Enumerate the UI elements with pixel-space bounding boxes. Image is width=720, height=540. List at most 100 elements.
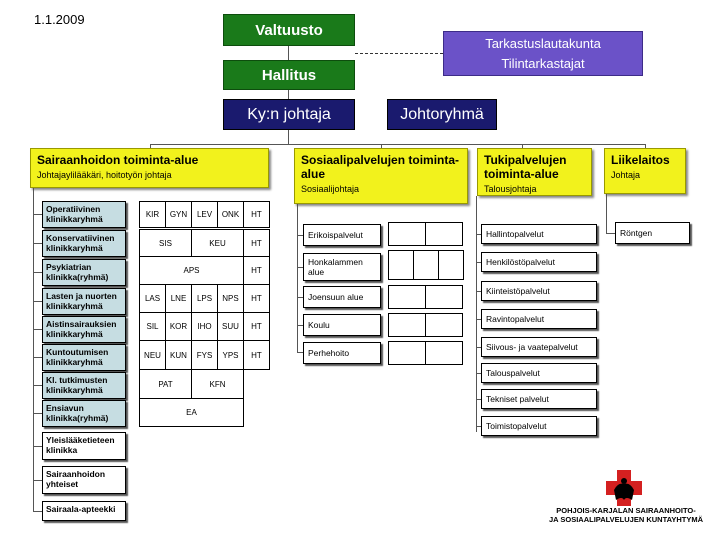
social-subunit xyxy=(388,250,414,280)
red-cross-logo-icon xyxy=(606,470,642,506)
connector xyxy=(476,262,481,263)
clinic-group: Kuntoutumisen klinikkaryhmä xyxy=(42,344,126,371)
connector xyxy=(33,446,42,447)
support-unit: Hallintopalvelut xyxy=(481,224,597,244)
clinic-group: Kl. tutkimusten klinikkaryhmä xyxy=(42,372,126,399)
enterprise-spine xyxy=(606,194,607,234)
clinic-group: Operatiivinen klinikkaryhmä xyxy=(42,201,126,228)
date-label: 1.1.2009 xyxy=(34,12,85,27)
area-enterprise-title: Liikelaitos xyxy=(611,153,670,167)
organization-logo xyxy=(606,470,642,506)
social-subunit xyxy=(413,250,439,280)
connector xyxy=(297,235,303,236)
support-unit: Ravintopalvelut xyxy=(481,309,597,329)
support-unit: Kiinteistöpalvelut xyxy=(481,281,597,301)
connector xyxy=(476,399,481,400)
connector xyxy=(33,480,42,481)
unit-cell: LPS xyxy=(191,284,218,313)
unit-cell: KIR xyxy=(139,201,166,228)
unit-cell: HT xyxy=(243,201,270,228)
unit-cell: SIL xyxy=(139,312,166,341)
connector xyxy=(476,373,481,374)
health-spine xyxy=(33,188,34,512)
connector xyxy=(33,357,42,358)
area-health-sub: Johtajaylilääkäri, hoitotyön johtaja xyxy=(37,170,172,180)
area-social: Sosiaalipalvelujen toiminta-alue Sosiaal… xyxy=(294,148,468,204)
unit-cell: GYN xyxy=(165,201,192,228)
unit-cell: NPS xyxy=(217,284,244,313)
unit-cell: LEV xyxy=(191,201,218,228)
area-support-sub: Talousjohtaja xyxy=(484,184,537,194)
organization-name: POHJOIS-KARJALAN SAIRAANHOITO- JA SOSIAA… xyxy=(538,506,714,524)
auditors-label: Tilintarkastajat xyxy=(501,56,585,71)
connector xyxy=(33,329,42,330)
unit-cell: EA xyxy=(139,398,244,427)
connector xyxy=(33,511,42,512)
support-unit: Talouspalvelut xyxy=(481,363,597,383)
area-enterprise: Liikelaitos Johtaja xyxy=(604,148,686,194)
audit-dashed-connector xyxy=(355,53,443,54)
connector xyxy=(476,234,481,235)
unit-cell: HT xyxy=(243,340,270,370)
connector xyxy=(606,233,615,234)
unit-cell: YPS xyxy=(217,340,244,370)
connector xyxy=(33,272,42,273)
connector xyxy=(522,144,523,148)
connector xyxy=(381,144,382,148)
unit-cell: LAS xyxy=(139,284,166,313)
support-spine xyxy=(476,196,477,432)
connector xyxy=(297,325,303,326)
health-unit: Sairaala-apteekki xyxy=(42,501,126,521)
area-enterprise-sub: Johtaja xyxy=(611,170,641,180)
clinic-group: Lasten ja nuorten klinikkaryhmä xyxy=(42,288,126,315)
area-health: Sairaanhoidon toiminta-alue Johtajaylilä… xyxy=(30,148,269,188)
connector xyxy=(297,352,303,353)
support-unit: Tekniset palvelut xyxy=(481,389,597,409)
unit-cell: KOR xyxy=(165,312,192,341)
unit-cell: SUU xyxy=(217,312,244,341)
social-subunit xyxy=(388,222,426,246)
area-health-title: Sairaanhoidon toiminta-alue xyxy=(37,153,199,167)
connector xyxy=(476,291,481,292)
connector xyxy=(645,144,646,148)
connector xyxy=(33,385,42,386)
unit-cell: SIS xyxy=(139,229,192,257)
connector xyxy=(476,347,481,348)
unit-cell: HT xyxy=(243,229,270,257)
social-subunit xyxy=(438,250,464,280)
enterprise-unit: Röntgen xyxy=(615,222,690,244)
area-bus-line xyxy=(150,144,646,145)
clinic-group: Aistinsairauksien klinikkaryhmä xyxy=(42,316,126,343)
unit-cell: IHO xyxy=(191,312,218,341)
social-unit: Perhehoito xyxy=(303,342,381,364)
connector xyxy=(150,144,151,148)
social-subunit xyxy=(425,285,463,309)
connector xyxy=(476,426,481,427)
connector xyxy=(288,46,289,60)
social-subunit xyxy=(425,341,463,365)
audit-box: Tarkastuslautakunta Tilintarkastajat xyxy=(443,31,643,76)
unit-cell: NEU xyxy=(139,340,166,370)
connector xyxy=(297,267,303,268)
unit-cell: KUN xyxy=(165,340,192,370)
unit-cell: HT xyxy=(243,284,270,313)
social-subunit xyxy=(388,285,426,309)
social-unit: Joensuun alue xyxy=(303,286,381,308)
area-support: Tukipalvelujen toiminta-alue Talousjohta… xyxy=(477,148,592,196)
area-social-title: Sosiaalipalvelujen toiminta-alue xyxy=(301,153,460,181)
council-box: Valtuusto xyxy=(223,14,355,46)
support-unit: Toimistopalvelut xyxy=(481,416,597,436)
social-unit: Honkalammen alue xyxy=(303,253,381,281)
connector xyxy=(288,90,289,99)
unit-cell: LNE xyxy=(165,284,192,313)
unit-cell: APS xyxy=(139,256,244,285)
connector xyxy=(33,243,42,244)
social-spine xyxy=(297,204,298,352)
support-unit: Henkilöstöpalvelut xyxy=(481,252,597,272)
social-subunit xyxy=(388,313,426,337)
unit-cell: HT xyxy=(243,256,270,285)
director-box: Ky:n johtaja xyxy=(223,99,355,130)
connector xyxy=(33,413,42,414)
audit-committee-label: Tarkastuslautakunta xyxy=(485,36,601,51)
management-group-box: Johtoryhmä xyxy=(387,99,497,130)
